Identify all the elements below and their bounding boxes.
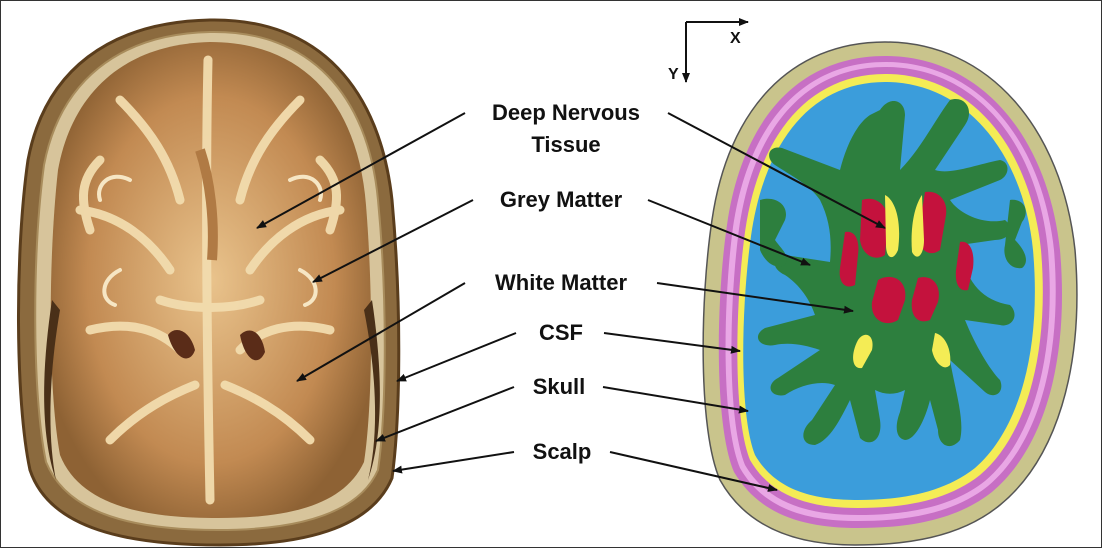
label-grey-matter: Grey Matter	[466, 186, 656, 214]
label-deep-nervous-tissue-line1: Deep Nervous	[466, 99, 666, 127]
anatomical-photo	[18, 20, 398, 545]
label-csf: CSF	[516, 319, 606, 347]
axis-x-label: X	[730, 30, 741, 48]
label-skull: Skull	[514, 373, 604, 401]
axis-y-label: Y	[668, 66, 679, 84]
label-white-matter: White Matter	[466, 269, 656, 297]
label-deep-nervous-tissue-line2: Tissue	[466, 131, 666, 159]
label-scalp: Scalp	[514, 438, 610, 466]
segmented-model	[703, 42, 1077, 545]
